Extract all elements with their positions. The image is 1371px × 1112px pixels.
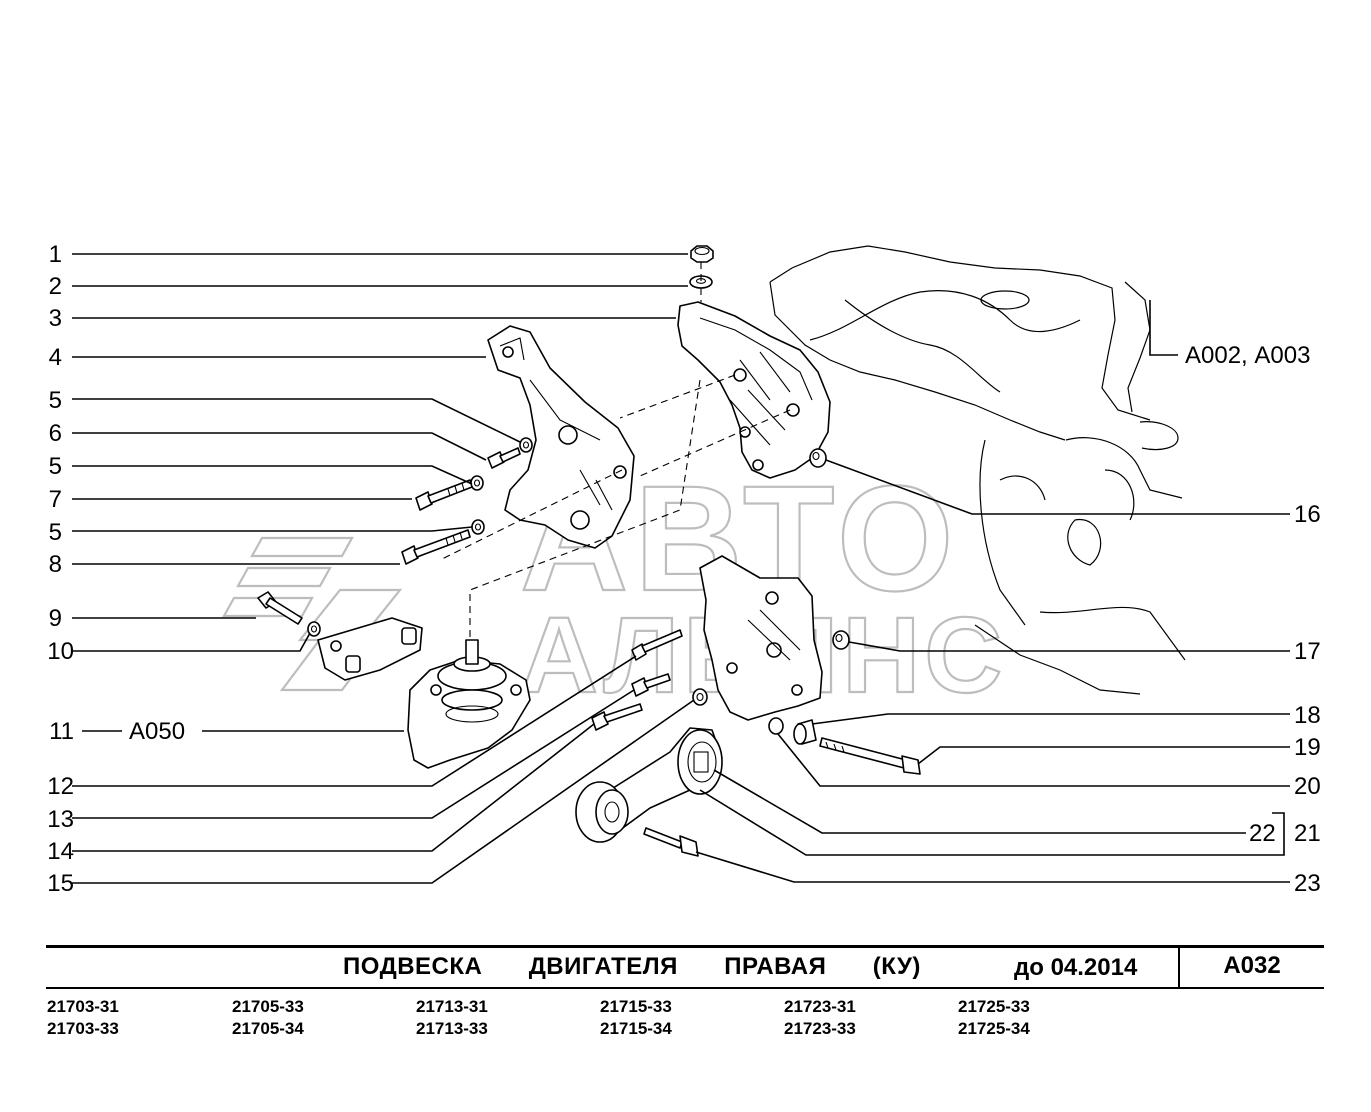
part-bushing-17 (832, 630, 850, 650)
callout-9: 9 (49, 605, 62, 632)
footer-rule-top (46, 945, 1324, 948)
callouts-left: 1 2 3 4 5 6 5 7 5 8 9 10 11 12 13 14 15 (47, 241, 74, 897)
callout-8: 8 (49, 551, 62, 578)
part-bracket-lower (699, 555, 823, 721)
model-code: 21713-33 (416, 1019, 488, 1038)
callout-18: 18 (1294, 702, 1321, 729)
callout-15: 15 (47, 870, 74, 897)
footer-rule-bottom (46, 987, 1324, 989)
part-plate (317, 617, 423, 681)
callout-7: 7 (49, 486, 62, 513)
diagram-code: А032 (1223, 952, 1281, 979)
part-bolt-14 (591, 703, 643, 731)
callout-6: 6 (49, 420, 62, 447)
callout-22: 22 (1249, 820, 1276, 847)
part-washer-5b (470, 475, 484, 491)
part-bolt-9 (257, 591, 303, 625)
callout-1: 1 (49, 241, 62, 268)
part-bushing-16 (809, 448, 827, 468)
validity-date: до 04.2014 (1014, 954, 1138, 981)
part-washer-10 (307, 621, 321, 637)
callout-3: 3 (49, 305, 62, 332)
footer-divider (1178, 946, 1180, 987)
engine-outline (769, 245, 1186, 695)
model-code: 21703-33 (47, 1019, 119, 1038)
callout-13: 13 (47, 806, 74, 833)
part-bolt-8 (401, 529, 471, 565)
callout-2: 2 (49, 273, 62, 300)
callout-10: 10 (47, 638, 74, 665)
callout-4: 4 (49, 344, 62, 371)
model-code: 21715-33 (600, 997, 672, 1016)
part-bolt-6 (487, 447, 521, 469)
part-washer-15 (692, 688, 708, 706)
part-bolt-19 (819, 737, 921, 775)
callout-21: 21 (1294, 820, 1321, 847)
part-rod-21 (575, 727, 723, 843)
model-code: 21725-33 (958, 997, 1030, 1016)
part-bracket-3 (677, 301, 831, 479)
diagram-title: ПОДВЕСКА ДВИГАТЕЛЯ ПРАВАЯ (КУ) (343, 953, 921, 980)
model-code: 21705-34 (232, 1019, 304, 1038)
part-washer-5a (519, 437, 533, 453)
parts-diagram: АВТО АЛЬЯНС (47, 241, 1321, 897)
part-nut-1 (690, 245, 714, 263)
part-bolt-13 (631, 673, 671, 697)
callout-5a: 5 (49, 387, 62, 414)
callout-5b: 5 (49, 453, 62, 480)
model-code: 21723-33 (784, 1019, 856, 1038)
callouts-right: 16 17 18 19 20 22 21 23 (1249, 501, 1321, 897)
assembly-lines (439, 262, 791, 640)
callout-14: 14 (47, 838, 74, 865)
model-code: 21715-34 (600, 1019, 672, 1038)
part-bushing-18 (793, 719, 817, 745)
model-code: 21703-31 (47, 997, 119, 1016)
callout-23: 23 (1294, 870, 1321, 897)
callout-20: 20 (1294, 773, 1321, 800)
part-washer-5c (471, 519, 485, 535)
model-code: 21713-31 (416, 997, 488, 1016)
model-code: 21723-31 (784, 997, 856, 1016)
callout-12: 12 (47, 773, 74, 800)
model-code: 21725-34 (958, 1019, 1030, 1038)
part-bolt-23 (643, 827, 699, 857)
part-mount-11 (407, 639, 531, 769)
part-bracket-4 (487, 325, 635, 549)
reference-labels: А050 А002, А003 (129, 342, 1310, 745)
model-code: 21705-33 (232, 997, 304, 1016)
part-bolt-7 (415, 479, 473, 511)
leader-lines (72, 253, 1290, 884)
part-bushing-20 (768, 717, 784, 735)
callout-17: 17 (1294, 638, 1321, 665)
callout-5c: 5 (49, 519, 62, 546)
callout-11: 11 (49, 718, 74, 745)
ref-a050: А050 (129, 718, 185, 745)
callout-19: 19 (1294, 734, 1321, 761)
callout-16: 16 (1294, 501, 1321, 528)
ref-a002-a003: А002, А003 (1185, 342, 1310, 369)
